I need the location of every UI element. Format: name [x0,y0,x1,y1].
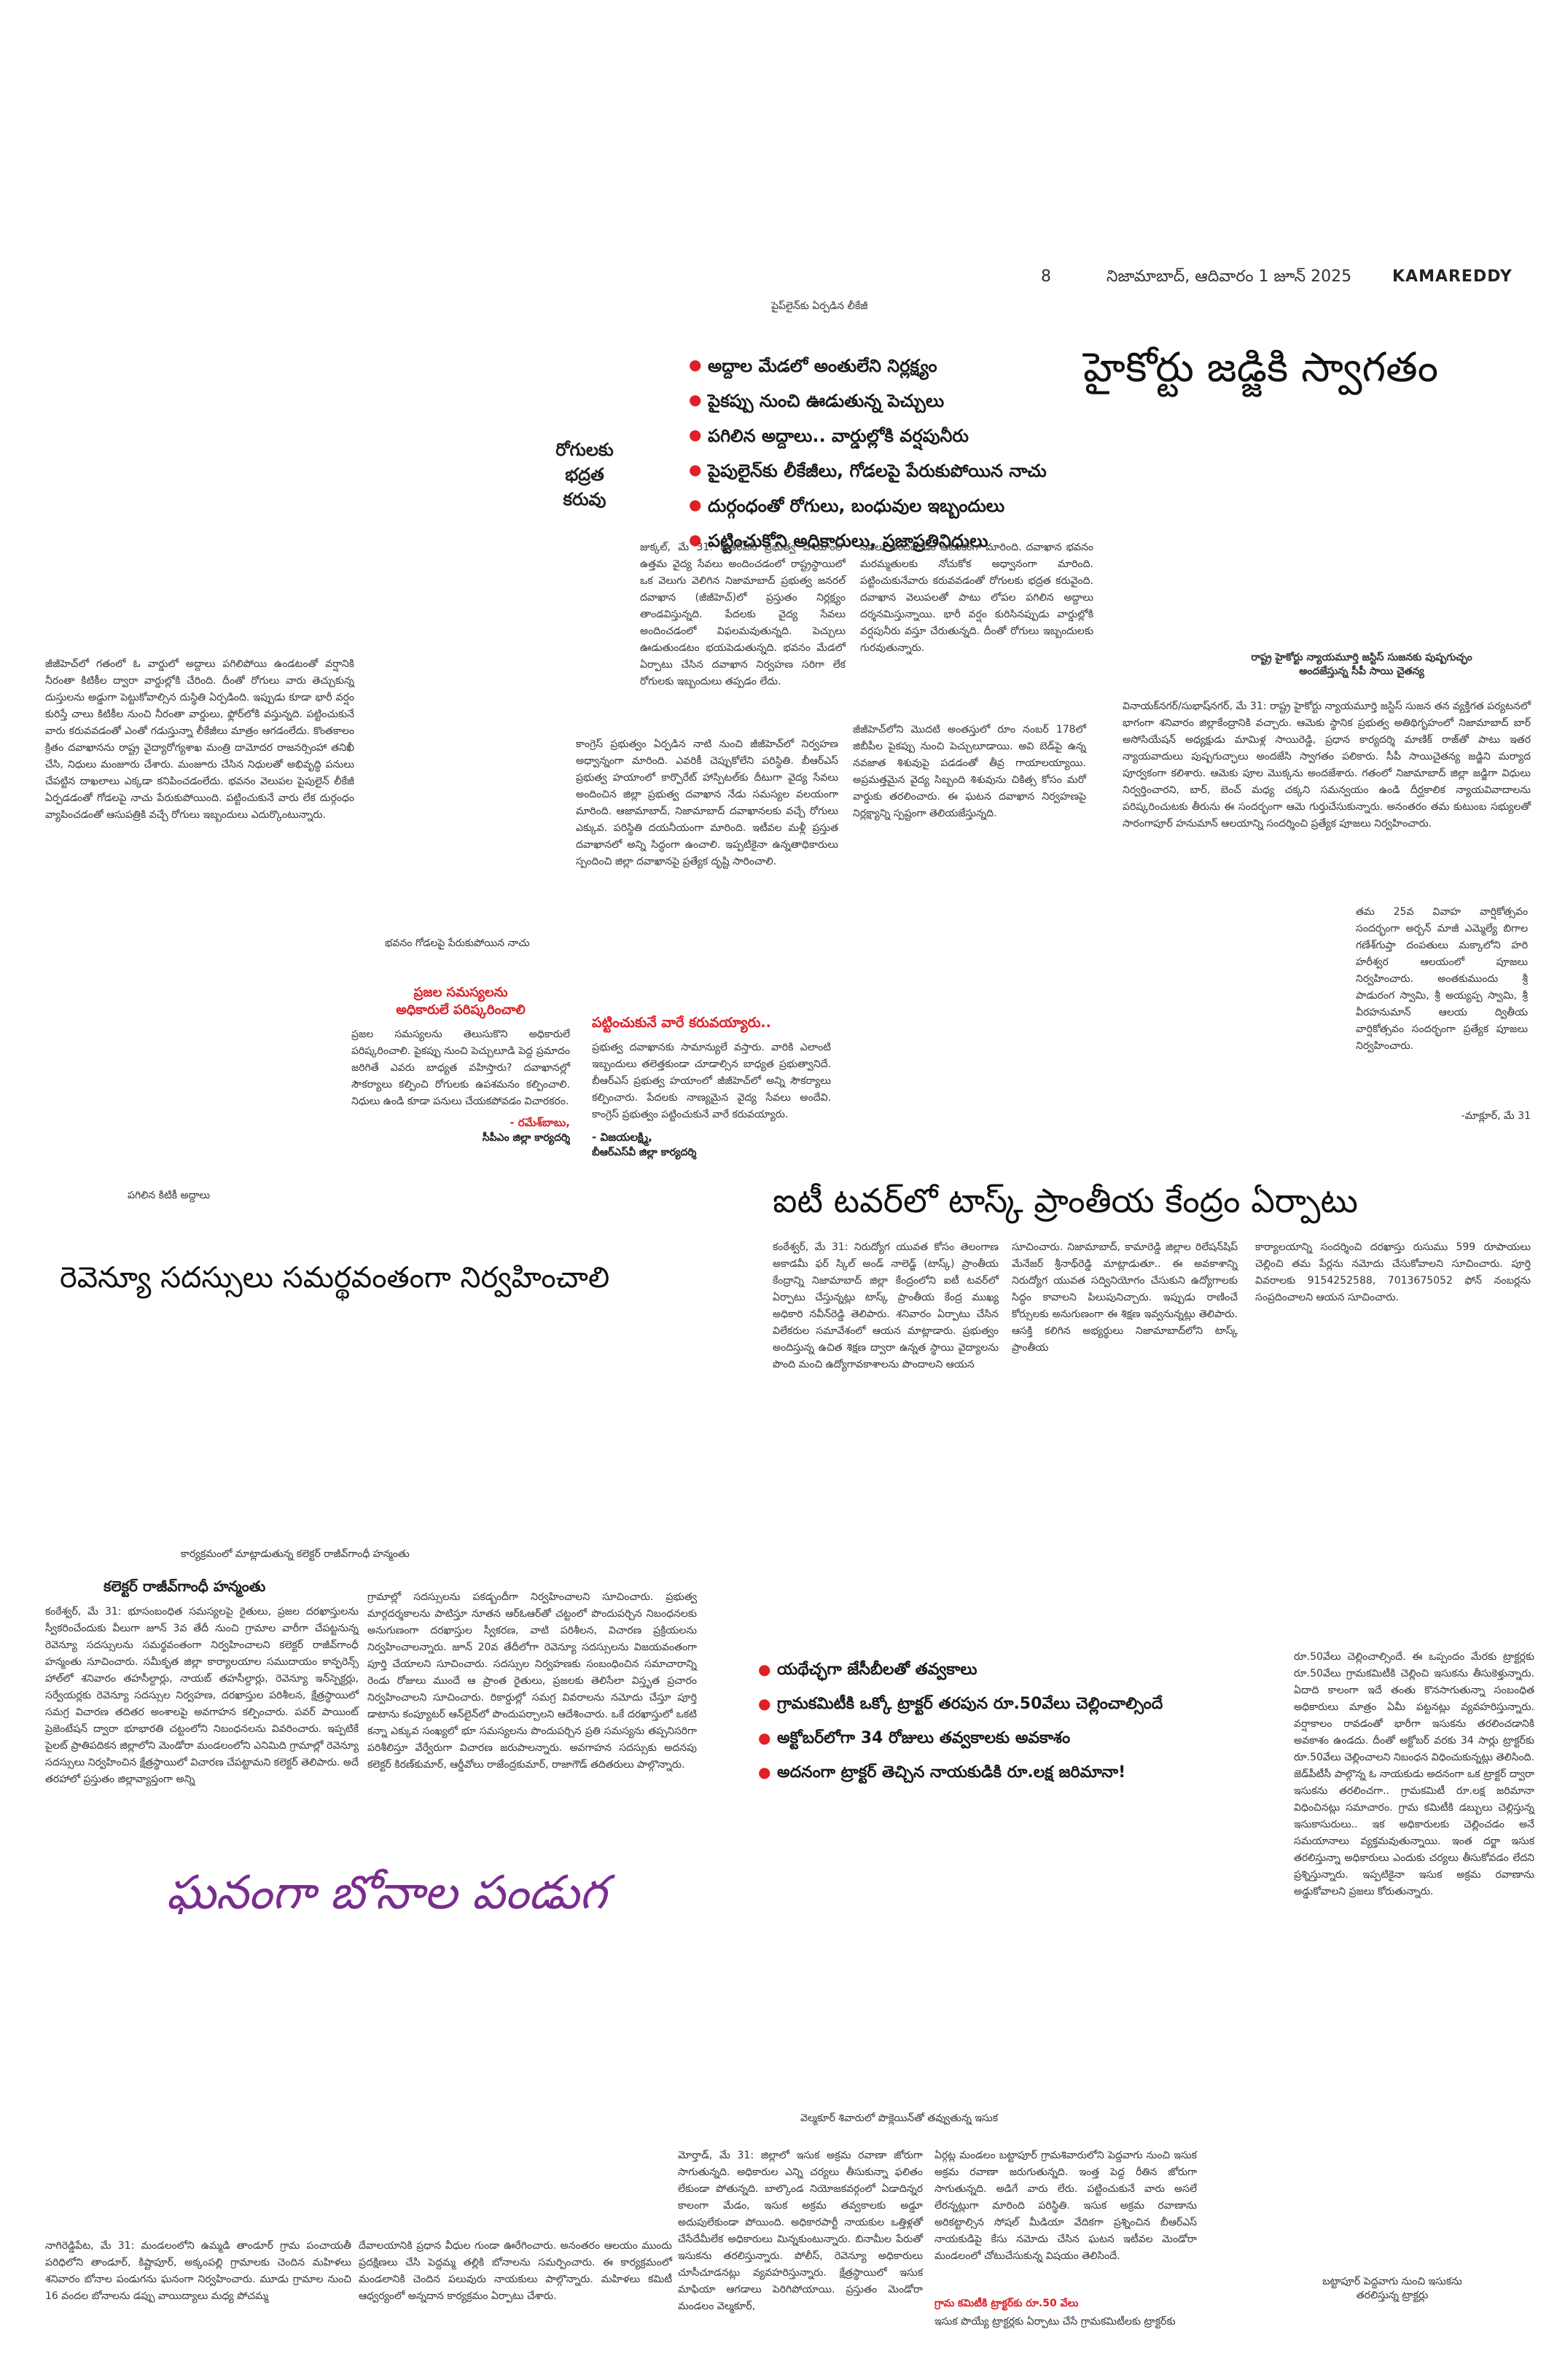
revenue-col1: కంఠేశ్వర్, మే 31: భూసంబంధిత సమస్యలపై రైత… [45,1606,359,1785]
quote-heading: పట్టించుకునే వారే కరువయ్యారు.. [592,1015,771,1031]
side-headline: రోగులకు భద్రత కరువు [541,437,628,512]
bullet-item: అక్టోబర్‌లోగా 34 రోజులు తవ్వకాలకు అవకాశం [758,1729,1210,1751]
bullet-item: పైకప్పు నుంచి ఊడుతున్న పెచ్చులు [689,391,1097,415]
caption-line: రాష్ట్ర హైకోర్టు న్యాయమూర్తి జస్టిస్ సుజ… [1251,652,1472,663]
quote-author: - రమేశ్‌బాబు, [510,1116,570,1129]
bonalu-headline: ఘనంగా బోనాల పండుగ [166,1866,606,1920]
sand-right-col: రూ.50వేలు చెల్లించాల్సిందే. ఈ ఒప్పందం మే… [1294,1651,1534,1897]
it-tower-headline: ఐటీ టవర్‌లో టాస్క్ ప్రాంతీయ కేంద్రం ఏర్ప… [773,1181,1358,1220]
revenue-col2: గ్రామాల్లో సదస్సులను పకడ్బందీగా నిర్వహిం… [367,1591,697,1771]
bullet-item: గ్రామకమిటీకి ఒక్కో ట్రాక్టర్ తరపున రూ.50… [758,1695,1210,1717]
quote-heading: ప్రజల సమస్యలను [413,985,508,1000]
bonalu-col2: దేవాలయానికి ప్రధాన వీధుల గుండా ఊరేగించార… [359,2240,672,2302]
bullet-item: యథేచ్ఛగా జేసీబీలతో తవ్వకాలు [758,1661,1210,1682]
quote-role: బీఆర్‌ఎస్‌వీ జిల్లా కార్యదర్శి [592,1147,697,1158]
sand-col1: మోర్తాడ్, మే 31: జిల్లాలో ఇసుక అక్రమ రవా… [678,2150,923,2312]
judge-photo-caption: రాష్ట్ర హైకోర్టు న్యాయమూర్తి జస్టిస్ సుజ… [1179,652,1544,679]
bullet-item: పట్టించుకోని అధికారులు, ప్రజాప్రతినిధులు [689,531,1097,555]
revenue-headline: రెవెన్యూ సదస్సులు సమర్థవంతంగా నిర్వహించా… [60,1261,610,1295]
bullet-item: అదనంగా ట్రాక్టర్ తెచ్చిన నాయకుడికి రూ.లక… [758,1763,1210,1785]
sand-sub-heading: గ్రామ కమిటీకి ట్రాక్టర్‌కు రూ.50 వేలు [934,2298,1079,2309]
leakage-col-mid-right: జీజీహెచ్‌లోని మొదటి అంతస్తులో రూం నంబర్ … [853,724,1086,819]
quote-box-vijayalakshmi: పట్టించుకునే వారే కరువయ్యారు.. ప్రభుత్వ … [592,1013,831,1160]
leakage-col1: జుక్కల్, మే 31: బీఆర్‌ఎస్ ప్రభుత్వ హయాంల… [640,542,846,687]
judge-text: వినాయక్‌నగర్/సుభాష్‌నగర్, మే 31: రాష్ట్ర… [1123,701,1531,830]
side-headline-line: కరువు [563,489,606,510]
revenue-sub-caption: కలెక్టర్ రాజీవ్‌గాంధీ హన్మంతు [104,1577,266,1595]
caption-line: తరలిస్తున్న ట్రాక్టర్లు [1356,2290,1429,2301]
photo-caption-windows: పగిలిన కిటికీ అద్దాలు [128,1190,211,1201]
caption-line: బట్టాపూర్ పెద్దవాగు నుంచి ఇసుకను [1322,2276,1462,2287]
sand-bullets: యథేచ్ఛగా జేసీబీలతో తవ్వకాలు గ్రామకమిటీకి… [758,1661,1210,1798]
it-tower-col1: కంఠేశ్వర్, మే 31: నిరుద్యోగ యువత కోసం తె… [773,1241,999,1370]
edition-name: KAMAREDDY [1392,268,1513,286]
sand-photo-caption: వెల్మకూర్ శివారులో పొక్లెయిన్‌తో తవ్వుతు… [800,2112,999,2124]
bullet-item: పైపులైన్‌కు లీకేజీలు, గోడలపై పేరుకుపోయిన… [689,461,1097,485]
quote-heading: అధికారులే పరిష్కరించాలి [396,1002,526,1018]
sand-photo-caption-right: బట్టాపూర్ పెద్దవాగు నుంచి ఇసుకను తరలిస్త… [1283,2276,1502,2303]
leakage-col-mid-left: కాంగ్రెస్ ప్రభుత్వం ఏర్పడిన నాటి నుంచి జ… [576,738,838,867]
quote-role: సీపీఎం జిల్లా కార్యదర్శి [482,1132,570,1144]
leakage-col-left: జీజీహెచ్‌లో గతంలో ఓ వార్డులో అద్దాలు పగి… [45,658,354,821]
it-tower-col2: సూచించారు. నిజామాబాద్, కామారెడ్డి జిల్లా… [1012,1241,1238,1354]
side-headline-line: రోగులకు [555,440,614,460]
sand-col2: ఏర్గట్ల మండలం బట్టాపూర్ గ్రామశివారులోని … [934,2150,1197,2262]
side-headline-line: భద్రత [565,464,604,485]
sand-sub-text: ఇసుక పొయ్యే ట్రాక్టర్లకు ఏర్పాటు చేసే గ్… [934,2316,1176,2328]
photo-caption-leakage: పైప్‌లైన్‌కు ఏర్పడిన లీకేజీ [771,300,868,312]
leakage-bullets: అద్దాల మేడలో అంతులేని నిర్లక్ష్యం పైకప్ప… [689,356,1097,566]
quote-author: - విజయలక్ష్మి, [592,1131,652,1144]
bullet-item: పగిలిన అద్దాలు.. వార్డుల్లోకి వర్షపునీరు [689,426,1097,450]
date-line: నిజామాబాద్, ఆదివారం 1 జూన్ 2025 [1107,268,1352,286]
judge-headline: హైకోర్టు జడ్జికి స్వాగతం [1083,344,1439,391]
bullet-item: అద్దాల మేడలో అంతులేని నిర్లక్ష్యం [689,356,1097,381]
judge-text2: తమ 25వ వివాహ వార్షికోత్సవం సందర్భంగా అర్… [1356,906,1528,1052]
quote-box-rameshbabu: ప్రజల సమస్యలను అధికారులే పరిష్కరించాలి ప… [351,984,570,1146]
bullet-item: దుర్గంధంతో రోగులు, బంధువుల ఇబ్బందులు [689,496,1097,520]
dateline: -మాక్లూర్, మే 31 [1461,1110,1531,1122]
revenue-photo-caption: కార్యక్రమంలో మాట్లాడుతున్న కలెక్టర్ రాజీ… [181,1548,410,1560]
bonalu-col1: నాగిరెడ్డిపేట, మే 31: మండలంలోని ఉమ్మడి త… [45,2240,351,2302]
quote-text: ప్రజల సమస్యలను తెలుసుకొని అధికారులే పరిష… [351,1029,570,1107]
quote-text: ప్రభుత్వ దవాఖానకు సామాన్యులే వస్తారు. వా… [592,1042,831,1120]
leakage-col2: సేవలు అందించడం ఆటంకంగా మారింది. దవాఖాన భ… [860,542,1093,654]
caption-line: అందజేస్తున్న సీపీ సాయి చైతన్య [1299,666,1424,677]
photo-caption-nachu: భవనం గోడలపై పేరుకుపోయిన నాచు [385,937,530,949]
page-number: 8 [1041,268,1051,286]
it-tower-col3: కార్యాలయాన్ని సందర్శించి దరఖాస్తు రుసుము… [1255,1241,1531,1303]
